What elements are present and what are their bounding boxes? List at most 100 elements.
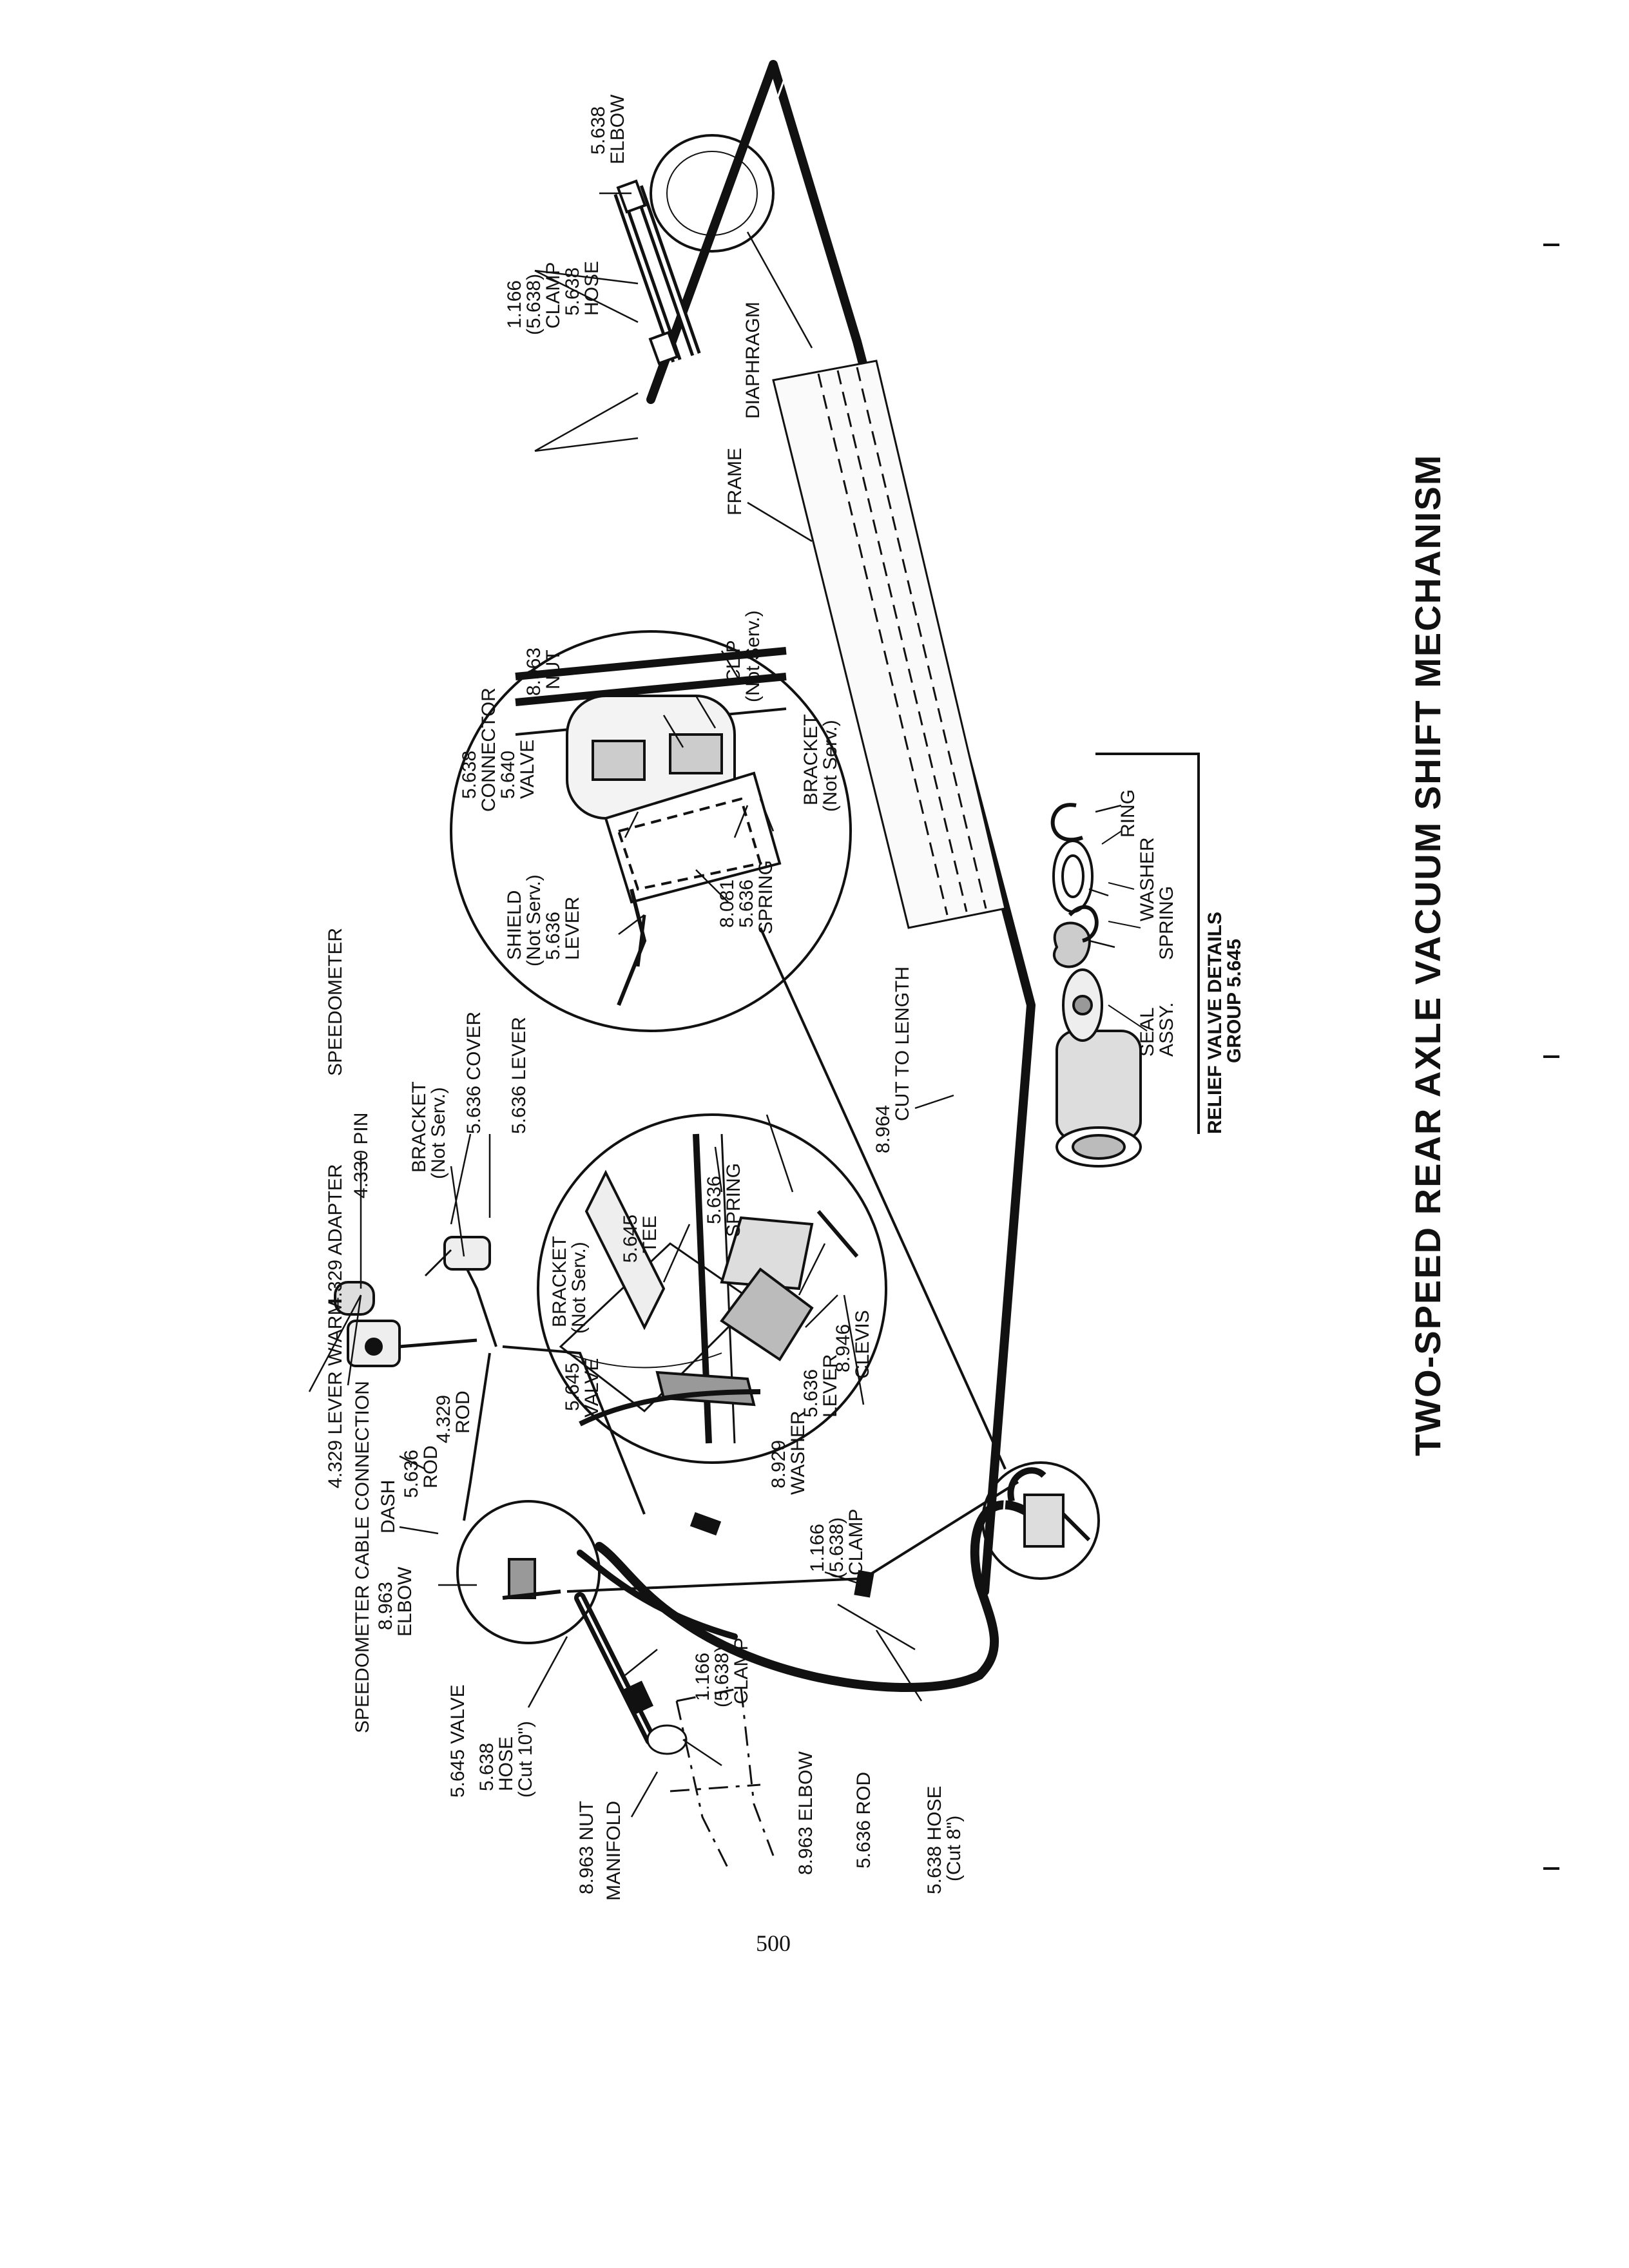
label-det1-clevis-1: 8.946 [833,1324,854,1372]
label-adapter: 4.329 ADAPTER [325,1164,346,1308]
margin-marks [1543,244,1559,1870]
label-relief-seal-2: ASSY. [1156,1002,1177,1057]
label-det2-spring-3: SPRING [755,860,776,934]
label-hose-5638-3: (Cut 10") [515,1721,536,1798]
leader-lines [308,192,1122,1818]
dash-valve-circle [456,1500,601,1644]
label-det2-valve-2: VALVE [517,740,538,799]
part-labels: 4.329 LEVER W/ARM SPEEDOMETER CABLE CONN… [325,94,1448,1901]
label-nut-8963: 8.963 NUT [576,1801,597,1894]
label-speedometer: SPEEDOMETER [325,928,346,1076]
diaphragm-unit [613,134,775,365]
label-relief-washer: WASHER [1137,837,1158,921]
label-det2-lever-1: 5.636 [543,912,564,960]
label-rod-low: 5.636 ROD [853,1772,874,1869]
label-det2-bracket-1: BRACKET [800,714,822,805]
label-det1-washer-2: WASHER [787,1410,809,1495]
page-number: 500 [756,1930,791,1956]
label-frame: FRAME [724,448,746,515]
detail-circle-lever [537,1113,887,1464]
lower-hose-fittings [622,1512,874,1755]
frame-rail [772,360,1007,929]
label-hose-5638-2: HOSE [496,1736,517,1791]
label-top-hose-2: HOSE [581,261,602,316]
label-hose-5638-1: 5.638 [476,1743,497,1791]
label-det2-bracket-2: (Not Serv.) [820,720,841,812]
label-relief-ring: RING [1117,789,1139,838]
label-relief-group: GROUP 5.645 [1224,939,1245,1063]
label-det2-shield-2: (Not Serv.) [523,874,545,966]
label-det2-lever-2: LEVER [562,897,583,960]
label-det2-nut-2: NUT [543,649,564,689]
label-det2-connector-2: CONNECTOR [478,687,499,812]
label-det1-lever-1: 5.636 [800,1369,822,1418]
label-cut-length-1: 8.964 [872,1105,894,1153]
label-top-elbow-2: ELBOW [607,94,628,164]
label-elbow-8963-1: 8.963 [375,1582,396,1630]
label-rod-4329-2: ROD [452,1390,474,1434]
label-clamp-low-1: 1.166 [692,1653,713,1701]
speedometer-adapter [334,1236,491,1367]
label-relief-title: RELIEF VALVE DETAILS [1204,912,1226,1134]
label-det1-clevis-2: CLEVIS [852,1310,873,1379]
label-pin: 4.330 PIN [351,1113,372,1198]
label-lever-top: 5.636 LEVER [508,1017,530,1134]
axle-valve-circle [981,1461,1100,1580]
label-dash: DASH [378,1480,399,1533]
label-relief-spring: SPRING [1156,886,1177,960]
label-top-hose-1: 5.638 [562,267,583,316]
detail-circle-valve [450,630,852,1032]
label-bracket-top-1: BRACKET [409,1081,430,1173]
label-clamp-low-3: CLAMP [731,1638,752,1704]
label-det1-tee-2: TEE [639,1216,660,1253]
label-diaphragm: DIAPHRAGM [742,302,764,419]
label-det2-spring-2: 5.636 [736,879,757,928]
label-rod-5636-2: ROD [420,1445,441,1488]
label-lever-w-arm: 4.329 LEVER W/ARM [325,1300,346,1488]
label-det2-connector-1: 5.638 [459,751,480,799]
label-det2-clip-2: (Not Serv.) [742,610,764,702]
label-rod-5636-1: 5.636 [401,1450,422,1498]
relief-bracket-box [1095,753,1200,1134]
label-top-clamp-3: CLAMP [543,262,564,329]
label-det1-spring-1: 5.636 [704,1176,725,1224]
label-det1-lever-2: LEVER [820,1354,841,1418]
control-rods [463,927,1019,1593]
label-cover: 5.636 COVER [463,1012,485,1134]
label-cut-length-2: CUT TO LENGTH [892,966,913,1121]
label-det2-valve-1: 5.640 [497,751,519,799]
label-det1-spring-2: SPRING [723,1163,744,1237]
label-det2-spring-1: 8.081 [717,879,738,928]
label-det2-shield-1: SHIELD [504,890,525,960]
label-det1-valve-1: 5.645 [562,1363,583,1411]
label-det1-washer-1: 8.929 [768,1440,789,1488]
label-det1-tee-1: 5.645 [620,1215,641,1263]
vacuum-line [574,60,1045,1745]
label-clamp-low-2: (5.638) [711,1646,733,1707]
label-det1-bracket-2: (Not Serv.) [568,1242,590,1334]
label-elbow-8963-2: ELBOW [394,1566,416,1637]
label-det2-nut-1: 8.963 [523,648,545,696]
label-hose-low-2: (Cut 8") [943,1816,965,1881]
label-det1-bracket-1: BRACKET [549,1236,570,1327]
label-clamp-mid-1: 1.166 [807,1524,828,1572]
label-elbow-low: 8.963 ELBOW [795,1751,816,1875]
page-title: TWO-SPEED REAR AXLE VACUUM SHIFT MECHANI… [1407,454,1448,1456]
label-det2-clip-1: CLIP [723,640,744,683]
label-det1-valve-2: VALVE [581,1358,602,1418]
label-top-elbow-1: 5.638 [588,106,609,155]
label-bracket-top-2: (Not Serv.) [428,1087,449,1179]
manifold-outline [670,1687,775,1869]
label-relief-seal-1: SEAL [1137,1007,1158,1057]
label-top-clamp-1: 1.166 [504,280,525,329]
label-hose-low-1: 5.638 HOSE [924,1786,945,1894]
label-rod-4329-1: 4.329 [433,1395,454,1443]
label-manifold: MANIFOLD [603,1801,624,1901]
label-top-clamp-2: (5.638) [523,274,545,335]
relief-valve-parts [1050,803,1148,1168]
label-valve-5645: 5.645 VALVE [447,1684,468,1798]
label-clamp-mid-3: CLAMP [845,1509,867,1575]
label-speedo-cable: SPEEDOMETER CABLE CONNECTION [352,1381,373,1733]
